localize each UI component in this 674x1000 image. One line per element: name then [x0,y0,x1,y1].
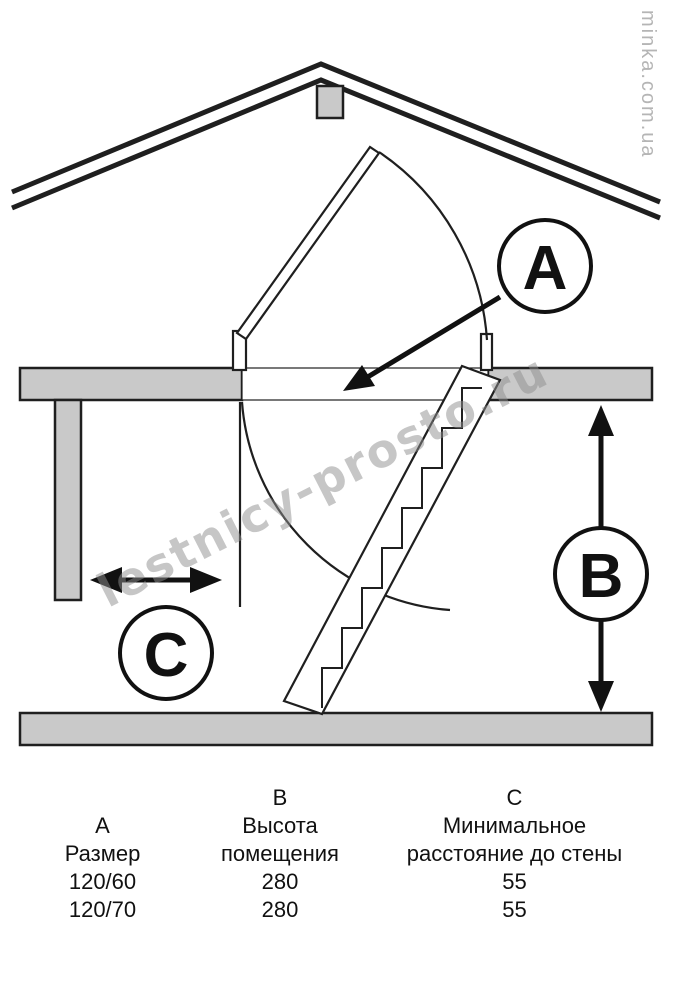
table-cell: 120/70 [68,897,137,922]
roof-inner-line [11,77,661,221]
callout-a-label: A [523,234,568,303]
callout-b-label: B [579,542,624,611]
roof-outer-line [11,61,661,205]
ladder-swing-arc [240,401,451,612]
table-cell: Размер [64,841,141,866]
ladder-band [282,364,502,716]
floor-bottom [18,711,654,747]
table-cell: Высота [242,813,318,838]
ceiling-left [18,366,244,402]
attic-ladder-diagram: A B C lestnicy-prosto.ru minka.com.ua [11,10,661,747]
callout-c-circle [118,605,214,701]
roof-peak-block [315,84,345,120]
table-cell-header-c: C [506,785,523,810]
callout-b-circle [553,526,649,622]
ladder-steps [321,387,482,708]
watermark-vertical: minka.com.ua [637,10,659,159]
dimension-c-arrowhead-right [190,567,222,593]
table-cell: 55 [502,897,527,922]
table-cell: помещения [221,841,339,866]
callout-c-label: C [144,621,189,690]
dimension-b-arrowhead-down [588,681,614,712]
table-cell: 280 [261,897,299,922]
dimension-b-arrowhead-up [588,405,614,436]
table-cell: 120/60 [68,869,137,894]
dimensions-table: B C A Высота Минимальное Размер помещени… [0,784,674,924]
dimension-c-arrowhead-left [90,567,122,593]
hatch-door-open-panel [235,145,381,341]
callout-a-pointer-line [364,294,502,381]
table-cell [0,784,205,812]
table-cell: Минимальное [442,813,587,838]
table-cell: 55 [502,869,527,894]
table-cell-header-b: B [272,785,288,810]
door-swing-arc [378,151,489,341]
table-cell-header-a: A [95,813,110,838]
table-cell: расстояние до стены [406,841,623,866]
table-cell: 280 [261,869,299,894]
callout-a-arrowhead [343,365,375,391]
wall-left [53,398,83,602]
callout-a-circle [497,218,593,314]
